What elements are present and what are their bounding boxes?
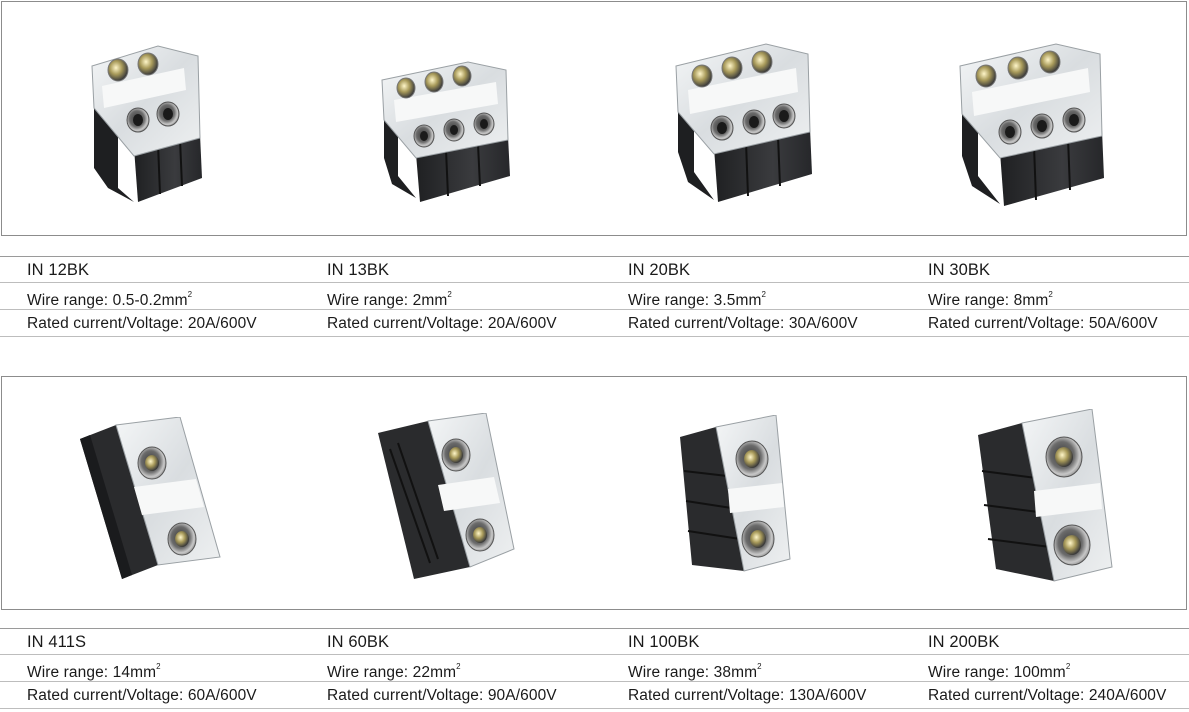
model-name: IN 20BK xyxy=(628,261,691,279)
terminal-block-3pole-image xyxy=(959,43,1104,206)
wire-range: Wire range: 14mm2 xyxy=(27,662,161,682)
terminal-block-3pole-image xyxy=(675,43,812,202)
wire-range: Wire range: 100mm2 xyxy=(928,662,1071,682)
wire-range-row: Wire range: 14mm2 Wire range: 22mm2 Wire… xyxy=(0,655,1189,682)
model-row: IN 12BK IN 13BK IN 20BK IN 30BK xyxy=(0,256,1189,283)
terminal-block-2pole-image xyxy=(91,45,202,202)
model-row: IN 411S IN 60BK IN 100BK IN 200BK xyxy=(0,628,1189,655)
product-photo-panel-bottom xyxy=(1,376,1187,610)
terminal-block-1pole-image xyxy=(378,413,515,579)
wire-range: Wire range: 8mm2 xyxy=(928,290,1053,310)
rated-current-voltage: Rated current/Voltage: 20A/600V xyxy=(27,315,257,332)
rated-current-voltage: Rated current/Voltage: 90A/600V xyxy=(327,687,557,704)
wire-range: Wire range: 22mm2 xyxy=(327,662,461,682)
terminal-block-3pole-image xyxy=(381,61,510,202)
terminal-block-1pole-image xyxy=(978,409,1113,582)
rated-current-voltage: Rated current/Voltage: 30A/600V xyxy=(628,315,858,332)
model-name: IN 12BK xyxy=(27,261,90,279)
product-photo-panel-top xyxy=(1,1,1187,236)
wire-range-row: Wire range: 0.5-0.2mm2 Wire range: 2mm2 … xyxy=(0,283,1189,310)
wire-range: Wire range: 3.5mm2 xyxy=(628,290,767,310)
model-name: IN 13BK xyxy=(327,261,390,279)
wire-range: Wire range: 0.5-0.2mm2 xyxy=(27,290,193,310)
model-name: IN 100BK xyxy=(628,633,700,651)
spec-table-top: IN 12BK IN 13BK IN 20BK IN 30BK Wire ran… xyxy=(0,256,1189,337)
model-name: IN 200BK xyxy=(928,633,1000,651)
model-name: IN 411S xyxy=(27,633,87,651)
model-name: IN 30BK xyxy=(928,261,991,279)
rated-current-voltage: Rated current/Voltage: 60A/600V xyxy=(27,687,257,704)
rated-current-voltage: Rated current/Voltage: 50A/600V xyxy=(928,315,1158,332)
wire-range: Wire range: 2mm2 xyxy=(327,290,452,310)
spec-table-bottom: IN 411S IN 60BK IN 100BK IN 200BK Wire r… xyxy=(0,628,1189,709)
rated-row: Rated current/Voltage: 20A/600V Rated cu… xyxy=(0,310,1189,337)
terminal-block-1pole-image xyxy=(80,417,221,579)
wire-range: Wire range: 38mm2 xyxy=(628,662,762,682)
rated-current-voltage: Rated current/Voltage: 130A/600V xyxy=(628,687,867,704)
model-name: IN 60BK xyxy=(327,633,390,651)
rated-current-voltage: Rated current/Voltage: 20A/600V xyxy=(327,315,557,332)
terminal-block-1pole-image xyxy=(680,415,791,572)
rated-row: Rated current/Voltage: 60A/600V Rated cu… xyxy=(0,682,1189,709)
rated-current-voltage: Rated current/Voltage: 240A/600V xyxy=(928,687,1167,704)
